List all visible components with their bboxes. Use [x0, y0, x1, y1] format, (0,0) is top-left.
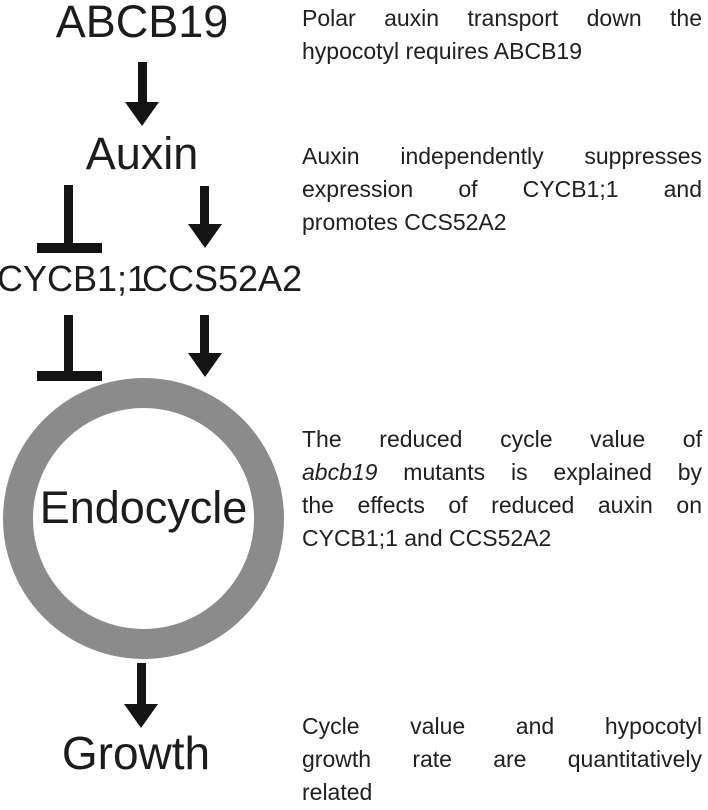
arrow-shaft — [138, 62, 147, 104]
annotation-line: hypocotyl requires ABCB19 — [302, 38, 582, 64]
node-abcb19: ABCB19 — [55, 0, 229, 47]
node-auxin: Auxin — [85, 128, 199, 179]
node-growth: Growth — [61, 727, 211, 779]
annotation-endocycle: The reduced cycle value of abcb19 mutant… — [302, 423, 702, 555]
inhibition-bar-icon — [37, 371, 102, 381]
arrow-shaft — [200, 315, 209, 355]
down-arrow-icon — [125, 102, 159, 126]
annotation-line: abcb19 mutants is explained by — [302, 456, 702, 489]
italic-gene-name: abcb19 — [302, 459, 378, 485]
annotation-abcb19: Polar auxin transport down the hypocotyl… — [302, 2, 702, 68]
annotation-line-rest: mutants is explained by — [377, 459, 702, 485]
annotation-line: Cycle value and hypocotyl — [302, 713, 702, 739]
down-arrow-icon — [124, 704, 158, 728]
inhibition-bar-icon — [37, 243, 102, 253]
annotation-line: promotes CCS52A2 — [302, 209, 507, 235]
annotation-line: CYCB1;1 and CCS52A2 — [302, 525, 552, 551]
annotation-line: The reduced cycle value of — [302, 426, 702, 452]
annotation-line: the effects of reduced auxin on — [302, 492, 702, 518]
annotation-line: related — [302, 779, 373, 805]
down-arrow-icon — [188, 353, 222, 377]
annotation-line: Polar auxin transport down the — [302, 5, 702, 31]
annotation-line: expression of CYCB1;1 and — [302, 176, 702, 202]
annotation-line: Auxin independently suppresses — [302, 143, 702, 169]
arrow-shaft — [200, 186, 209, 226]
inhibition-stem — [64, 185, 73, 243]
node-ccs52a2: CCS52A2 — [142, 258, 303, 299]
arrow-shaft — [137, 663, 146, 705]
annotation-auxin: Auxin independently suppresses expressio… — [302, 140, 702, 239]
down-arrow-icon — [188, 224, 222, 248]
annotation-growth: Cycle value and hypocotyl growth rate ar… — [302, 710, 702, 809]
node-endocycle: Endocycle — [39, 482, 248, 533]
annotation-line: growth rate are quantitatively — [302, 746, 702, 772]
inhibition-stem — [64, 315, 73, 372]
node-cycb1: CYCB1;1 — [0, 258, 148, 299]
